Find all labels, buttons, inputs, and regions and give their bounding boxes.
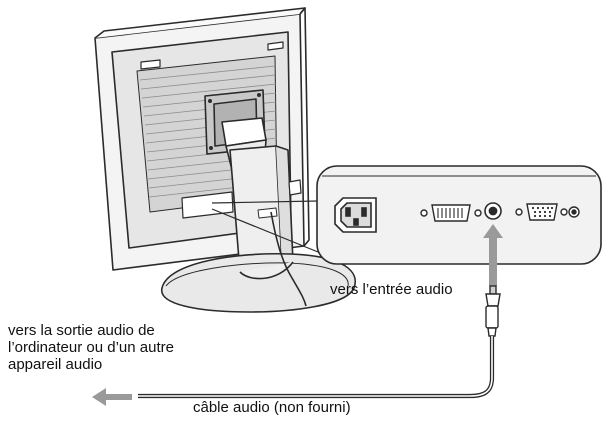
monitor-cable [270, 211, 307, 307]
arrow-up-icon [483, 224, 503, 286]
label-audio-source-line-1: vers la sortie audio de [8, 322, 155, 339]
zoom-callout-lines [211, 200, 319, 253]
label-audio-source-line-3: appareil audio [8, 356, 103, 373]
monitor-back-illustration [94, 7, 356, 313]
power-socket-icon [334, 197, 377, 233]
label-audio-source: vers la sortie audio de l’ordinateur ou … [8, 322, 174, 373]
audio-cable [138, 336, 495, 399]
stand-base [161, 252, 356, 313]
label-audio-cable: câble audio (non fourni) [193, 399, 351, 416]
vga-connector-icon [515, 203, 580, 221]
audio-jack-icon[interactable] [484, 202, 502, 220]
label-audio-input: vers l’entrée audio [330, 281, 453, 298]
connector-panel [316, 165, 602, 265]
label-audio-source-line-2: l’ordinateur ou d’un autre [8, 339, 174, 356]
arrow-left-icon [92, 388, 132, 406]
audio-plug-icon [485, 285, 501, 337]
dvi-connector-icon [420, 204, 482, 222]
